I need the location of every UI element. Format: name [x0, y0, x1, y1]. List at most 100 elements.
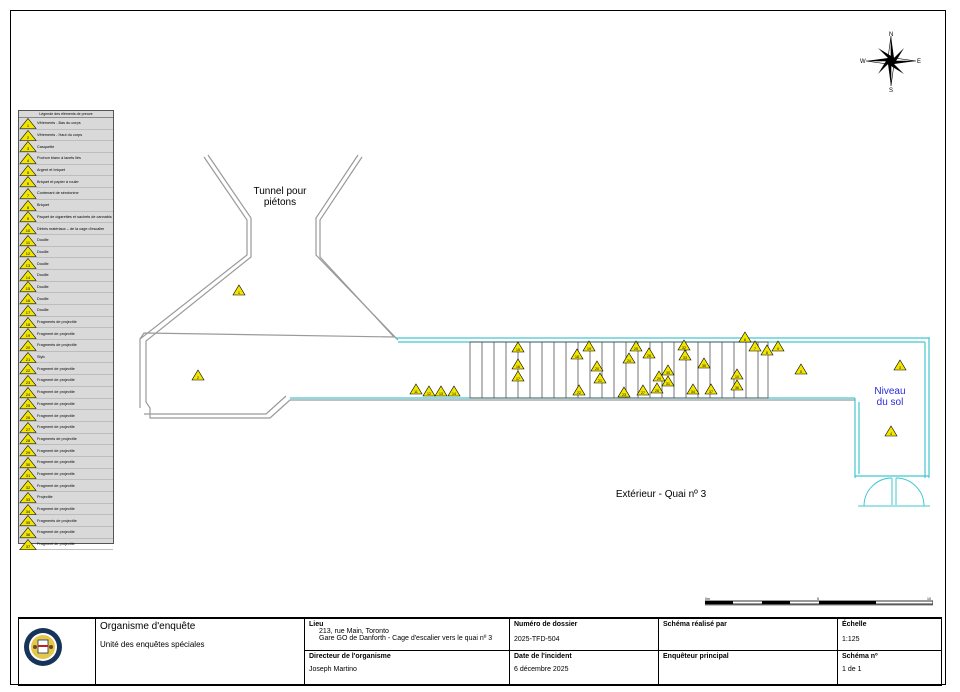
evidence-marker-number: 20	[595, 367, 599, 371]
evidence-marker-number: 35	[702, 364, 706, 368]
evidence-marker-number: 9	[777, 347, 779, 351]
evidence-marker-icon: 25	[19, 398, 37, 410]
evidence-marker-icon: 35	[19, 515, 37, 527]
svg-text:28: 28	[26, 438, 31, 443]
legend-item-label: Douille	[37, 308, 49, 313]
legend-item-label: Projectile	[37, 495, 53, 500]
incident-date-cell: Date de l'incident 6 décembre 2025	[509, 650, 659, 686]
scale-label-0: 0m	[705, 597, 710, 601]
evidence-marker: 29	[652, 370, 666, 382]
svg-text:17: 17	[26, 310, 31, 315]
seal-cell	[18, 618, 96, 686]
legend-item-label: Fragments de projectile	[37, 343, 77, 348]
evidence-marker: 13	[434, 385, 448, 397]
evidence-marker-icon: 31	[19, 468, 37, 480]
tunnel-wall-south-inner	[144, 395, 287, 415]
drawing-number-value: 1 de 1	[842, 666, 862, 673]
evidence-marker: 10	[730, 368, 744, 380]
legend-item-label: Argent et briquet	[37, 168, 66, 173]
case-number-label: Numéro de dossier	[514, 621, 578, 628]
legend-item-label: Stylo	[37, 355, 46, 360]
evidence-marker: 33	[678, 349, 692, 361]
evidence-marker-icon: 19	[19, 328, 37, 340]
tunnel-label: Tunnel pour piétons	[253, 186, 307, 208]
legend-item-label: Casquette	[37, 144, 55, 149]
compass-w: W	[860, 59, 866, 65]
stairs	[469, 341, 769, 399]
evidence-marker-icon: 6	[19, 176, 37, 188]
evidence-marker-icon: 34	[19, 503, 37, 515]
svg-text:16: 16	[26, 298, 31, 303]
svg-text:9: 9	[27, 216, 30, 221]
exit-door-swing-left	[863, 477, 893, 507]
svg-text:36: 36	[26, 532, 31, 537]
evidence-marker-number: 15	[516, 348, 520, 352]
evidence-marker-icon: 27	[19, 421, 37, 433]
legend-item-label: Fragment de projectile	[37, 378, 75, 383]
legend-item-label: Douille	[37, 238, 49, 243]
evidence-marker: 26	[642, 347, 656, 359]
north-arrow-icon: N S W E	[860, 32, 921, 92]
exit-door-swing-right	[895, 477, 925, 507]
legend-item-label: Douille	[37, 284, 49, 289]
legend-item-label: Débris matériaux – de la cage d'escalier	[37, 226, 105, 231]
evidence-marker: 28	[650, 382, 664, 394]
svg-text:29: 29	[26, 450, 31, 455]
svg-text:5: 5	[27, 170, 30, 175]
evidence-marker: 24	[622, 352, 636, 364]
legend-item-label: Douille	[37, 296, 49, 301]
drawn-by-label: Schéma réalisé par	[663, 621, 727, 628]
evidence-marker-icon: 30	[19, 456, 37, 468]
legend-item-label: Pochon blanc à lacets liés	[37, 156, 81, 161]
agency-seal-icon	[24, 628, 62, 666]
compass-e: E	[917, 59, 921, 65]
svg-text:31: 31	[26, 473, 31, 478]
evidence-marker-number: 30	[666, 371, 670, 375]
legend-item-label: Fragment de projectile	[37, 413, 75, 418]
legend-item-label: Fragments de projectile	[37, 320, 77, 325]
evidence-marker: 35	[697, 357, 711, 369]
svg-text:1: 1	[27, 123, 30, 128]
evidence-marker-number: 29	[657, 377, 661, 381]
organisation-cell: Organisme d'enquête Unité des enquêtes s…	[95, 618, 305, 686]
evidence-marker: 32	[677, 339, 691, 351]
stairs-outline	[469, 341, 769, 399]
evidence-marker-icon: 3	[19, 141, 37, 153]
legend-item-label: Fragment de projectile	[37, 390, 75, 395]
svg-text:2: 2	[27, 135, 30, 140]
svg-text:24: 24	[26, 392, 31, 397]
evidence-marker-icon: 12	[19, 246, 37, 258]
tunnel-wall-east-outer	[315, 154, 399, 341]
evidence-marker-icon: 16	[19, 293, 37, 304]
organisation-unit: Unité des enquêtes spéciales	[100, 640, 205, 649]
evidence-marker-icon: 36	[19, 526, 37, 538]
evidence-marker: 2	[191, 369, 205, 381]
evidence-marker-number: 33	[683, 356, 687, 360]
evidence-marker-number: 1	[238, 291, 240, 295]
evidence-marker-icon: 7	[19, 187, 37, 199]
evidence-marker: 34	[686, 383, 700, 395]
legend-item-label: Briquet et papier à rouler	[37, 179, 79, 184]
legend-item-label: Fragment de projectile	[37, 448, 75, 453]
scale-cell: Échelle 1:125	[837, 618, 942, 651]
evidence-marker-number: 25	[634, 347, 638, 351]
evidence-marker-number: 18	[575, 355, 579, 359]
evidence-marker: 3	[893, 359, 907, 371]
legend-item-label: Douille	[37, 273, 49, 278]
evidence-marker: 22	[572, 384, 586, 396]
legend-item-label: Fragment de projectile	[37, 507, 75, 512]
legend-item-label: Fragment de projectile	[37, 471, 75, 476]
tunnel-wall-north	[139, 332, 396, 340]
